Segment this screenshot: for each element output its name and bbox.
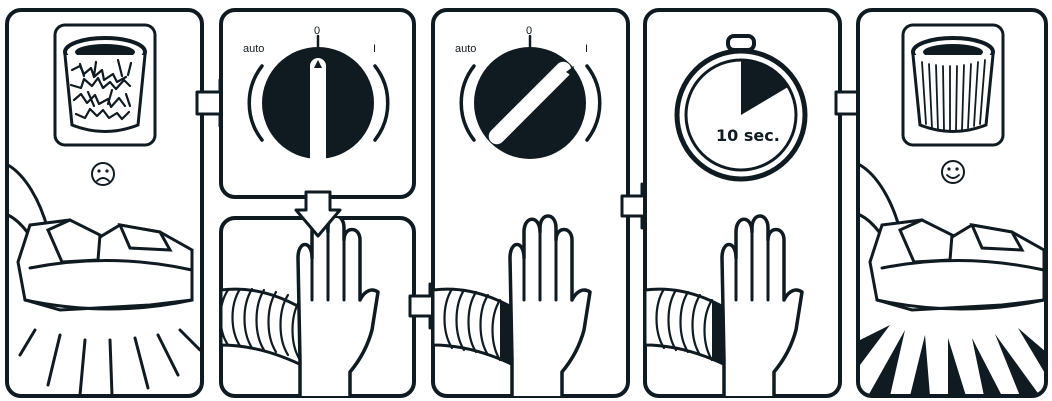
arrow-icon [294,190,342,238]
panel-hand-cover [219,216,416,398]
panel-dial-turned: auto 0 I [431,8,630,398]
hand-icon [508,214,592,396]
dial-label-one: I [585,43,588,55]
vacuum-nozzle-icon [858,163,1046,396]
dial-icon: auto 0 I [243,25,390,168]
hand-icon [296,218,380,396]
hand-icon [720,214,804,396]
timer-label: 10 sec. [716,126,780,145]
panel-clean-filter [856,8,1048,398]
dial-label-zero: 0 [314,25,320,37]
clogged-filter-icon [53,23,157,147]
stopwatch-icon: 10 sec. [674,34,808,182]
panel-dial-off: auto 0 I [219,8,416,199]
dial-icon: auto 0 I [455,25,602,159]
dial-label-zero: 0 [526,25,532,37]
clean-filter-icon [901,23,1005,147]
dial-label-one: I [373,43,376,55]
happy-face-icon [941,160,965,184]
sad-face-icon [91,162,115,186]
panel-dirty-filter [5,8,204,398]
panel-wait-timer: 10 sec. [643,8,842,398]
dial-label-auto: auto [243,43,264,55]
vacuum-nozzle-icon [7,163,202,396]
dial-label-auto: auto [455,43,476,55]
